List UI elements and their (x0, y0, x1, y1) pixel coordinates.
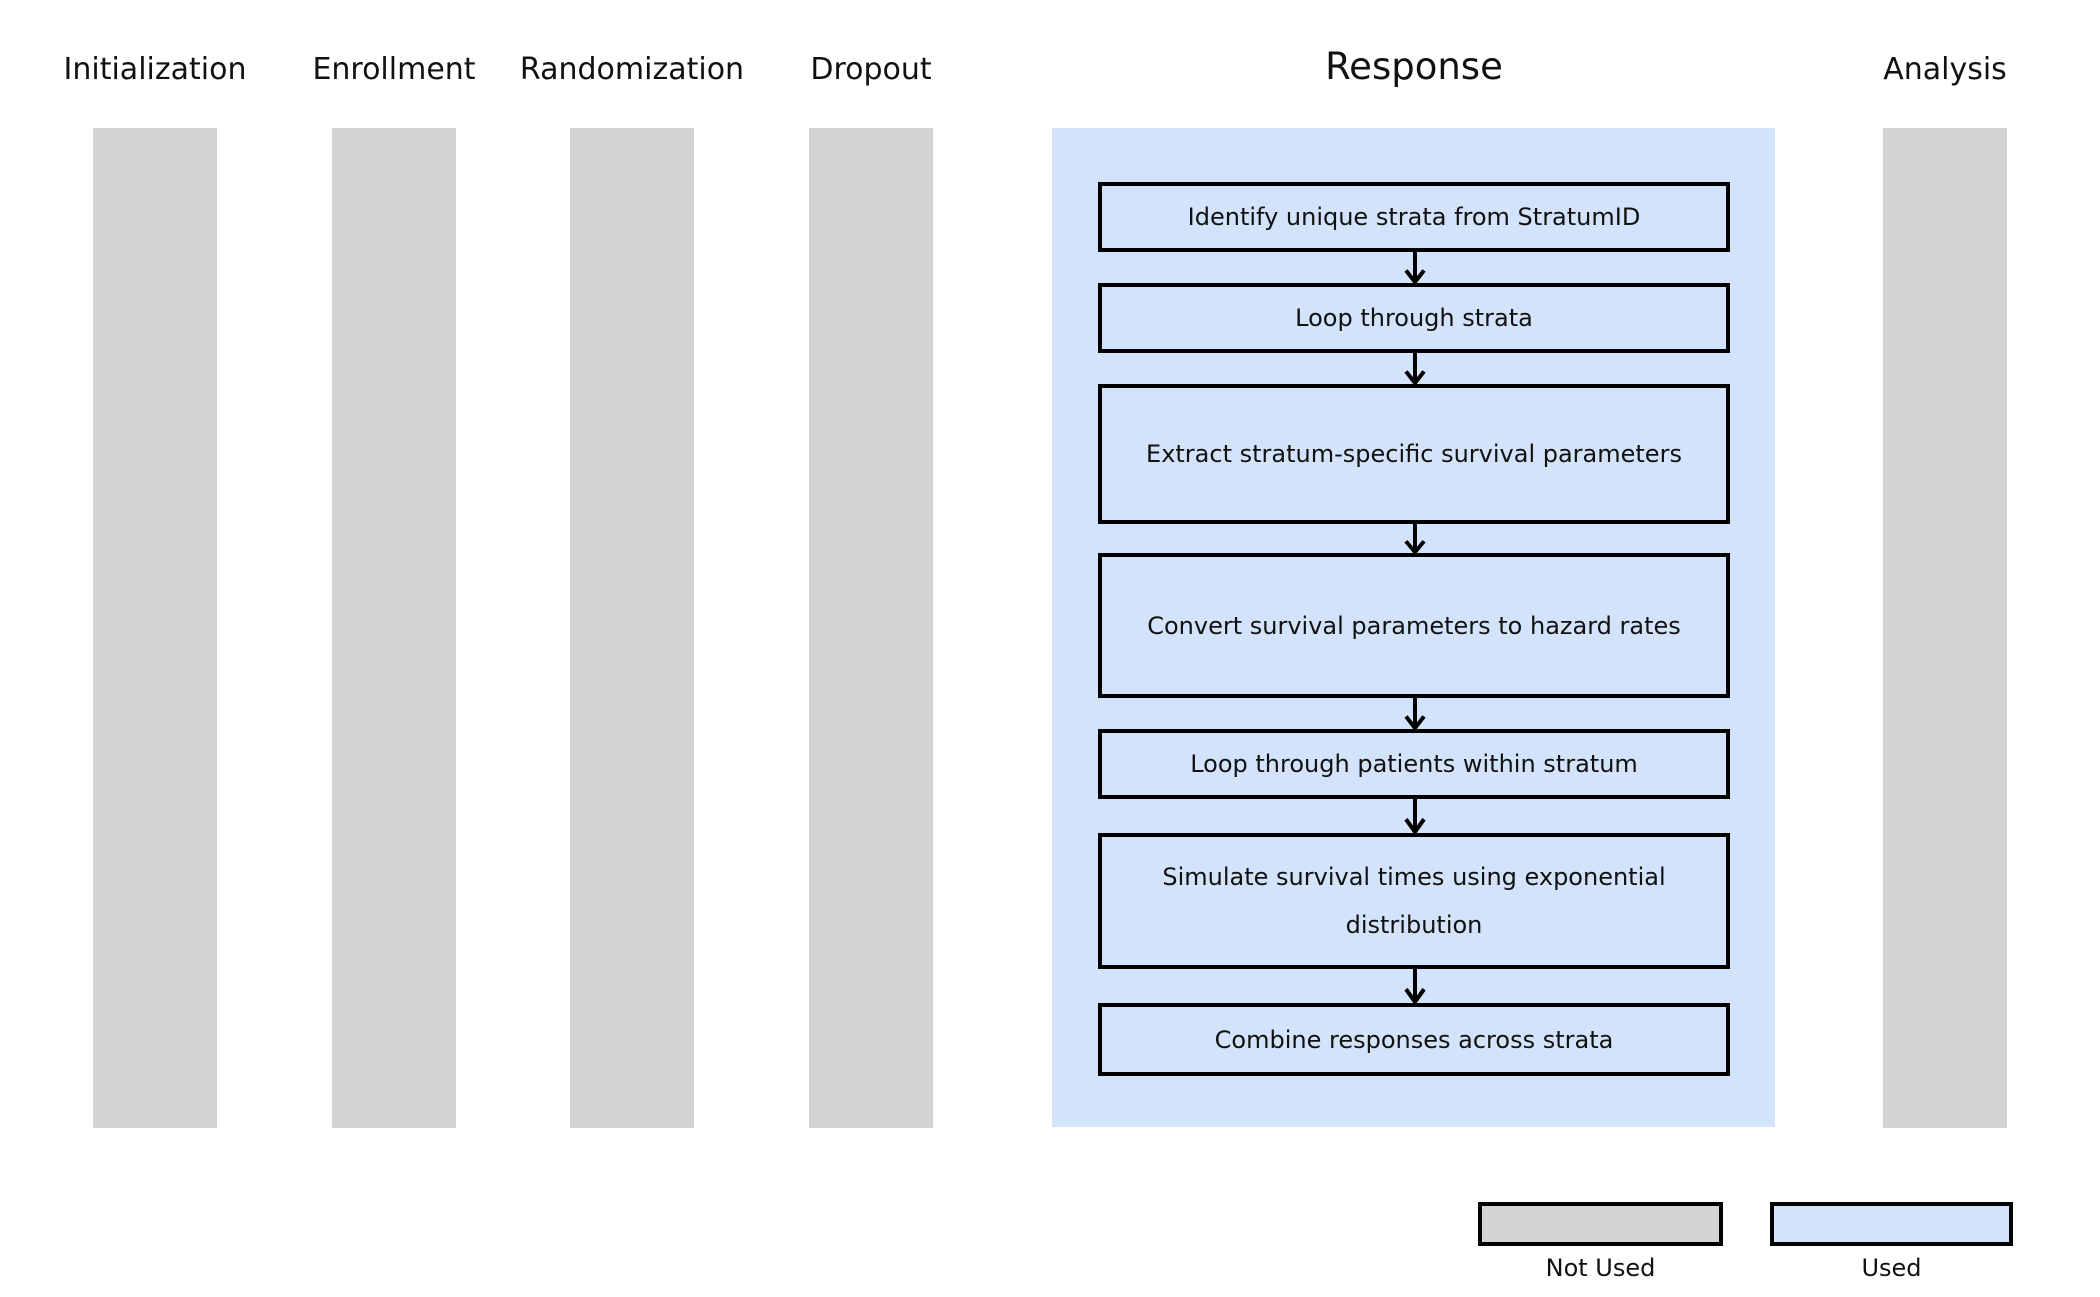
stage-header-response: Response (1325, 45, 1503, 88)
stage-bar-dropout (809, 128, 933, 1128)
legend-label-used: Used (1861, 1254, 1922, 1282)
flow-step-convert-hazard-rates: Convert survival parameters to hazard ra… (1098, 553, 1730, 698)
flow-step-combine-responses: Combine responses across strata (1098, 1003, 1730, 1076)
arrow-down-icon (1402, 352, 1428, 385)
stage-header-initialization: Initialization (63, 52, 247, 87)
flow-step-identify-strata: Identify unique strata from StratumID (1098, 182, 1730, 252)
legend-swatch-not-used (1478, 1202, 1723, 1246)
flow-step-extract-parameters: Extract stratum-specific survival parame… (1098, 384, 1730, 524)
arrow-down-icon (1402, 798, 1428, 834)
legend-swatch-used (1770, 1202, 2013, 1246)
stage-header-randomization: Randomization (519, 52, 745, 87)
arrow-down-icon (1402, 251, 1428, 284)
stage-bar-initialization (93, 128, 217, 1128)
legend-label-not-used: Not Used (1545, 1254, 1656, 1282)
stage-header-dropout: Dropout (810, 52, 932, 87)
flow-step-loop-patients: Loop through patients within stratum (1098, 729, 1730, 799)
stage-bar-enrollment (332, 128, 456, 1128)
stage-header-analysis: Analysis (1883, 52, 2007, 87)
arrow-down-icon (1402, 697, 1428, 730)
flow-step-simulate-survival-times: Simulate survival times using exponentia… (1098, 833, 1730, 969)
stage-header-enrollment: Enrollment (312, 52, 476, 87)
flow-step-loop-strata: Loop through strata (1098, 283, 1730, 353)
stage-bar-analysis (1883, 128, 2007, 1128)
arrow-down-icon (1402, 523, 1428, 554)
response-flow-panel: Identify unique strata from StratumID Lo… (1052, 128, 1775, 1127)
arrow-down-icon (1402, 968, 1428, 1004)
stage-bar-randomization (570, 128, 694, 1128)
